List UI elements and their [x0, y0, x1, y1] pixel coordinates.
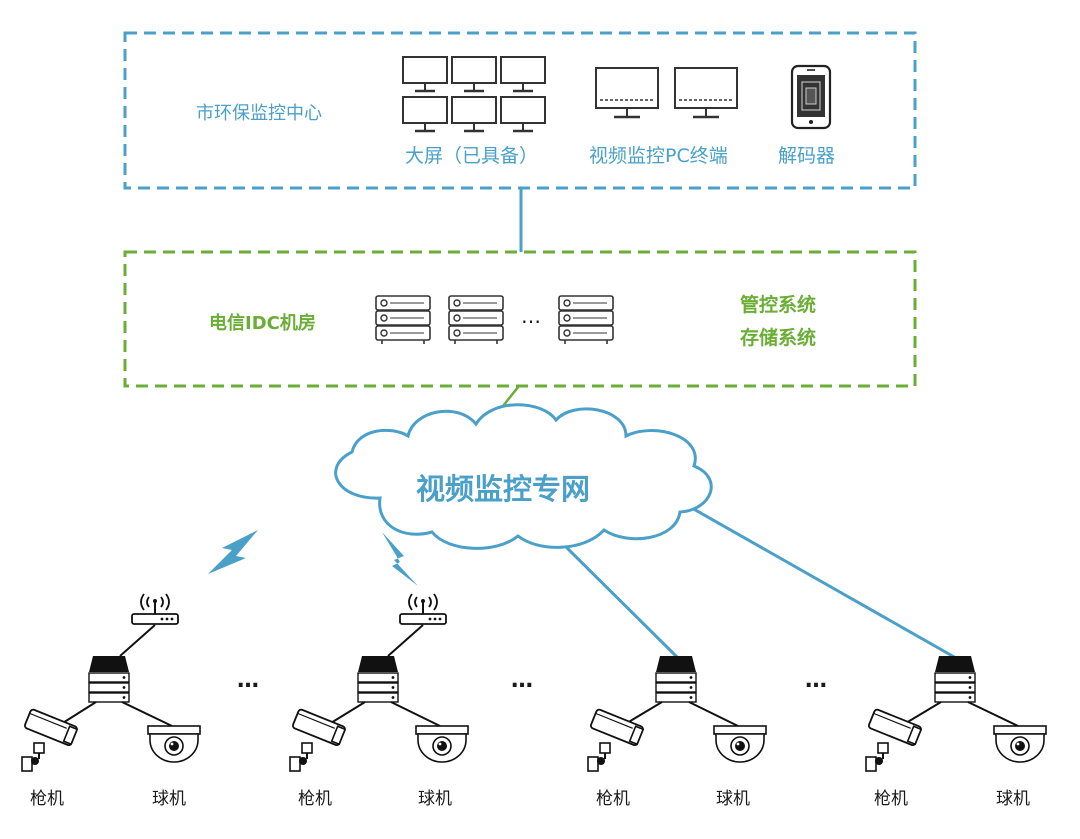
dome-label: 球机: [716, 789, 750, 809]
video-wall-icon: [401, 55, 547, 133]
link-cloud-switch-3: [554, 535, 680, 660]
decoder-icon: [790, 64, 832, 130]
site-ellipsis-3: …: [805, 668, 827, 693]
site-1: [21, 593, 201, 772]
site-ellipsis-2: …: [511, 668, 533, 693]
site-ellipsis-1: …: [237, 668, 259, 693]
dome-camera-icon: [415, 725, 469, 763]
switch-icon: [88, 655, 130, 703]
site-2: [289, 593, 469, 772]
gun-label: 枪机: [30, 789, 64, 809]
center-title: 市环保监控中心: [196, 103, 322, 124]
site-3: [587, 655, 767, 772]
switch-icon: [357, 655, 399, 703]
switch-icon: [934, 655, 976, 703]
gun-label: 枪机: [874, 789, 908, 809]
wireless-signal-icon-2: [382, 532, 418, 586]
router-icon: [131, 593, 179, 625]
dome-camera-icon: [147, 725, 201, 763]
site-4: [865, 655, 1047, 772]
dome-label: 球机: [418, 789, 452, 809]
monitor-icon: [595, 67, 738, 119]
server-icon: [375, 295, 614, 345]
system-label-storage: 存储系统: [740, 327, 817, 349]
pc-terminal-label: 视频监控PC终端: [589, 145, 728, 167]
dome-camera-icon: [713, 725, 767, 763]
gun-label: 枪机: [298, 789, 332, 809]
switch-icon: [655, 655, 697, 703]
idc-box: [123, 250, 917, 388]
system-label-control: 管控系统: [740, 294, 817, 316]
decoder-label: 解码器: [778, 145, 836, 167]
network-label: 视频监控专网: [416, 472, 591, 506]
cloud-icon: [334, 403, 713, 550]
link-cloud-switch-4: [675, 497, 957, 660]
idc-title: 电信IDC机房: [209, 313, 316, 334]
server-ellipsis: …: [521, 304, 541, 328]
wireless-signal-icon: [208, 530, 258, 574]
dome-label: 球机: [996, 789, 1030, 809]
dome-camera-icon: [993, 725, 1047, 763]
video-wall-label: 大屏（已具备）: [405, 145, 539, 167]
dome-label: 球机: [152, 789, 186, 809]
gun-label: 枪机: [596, 789, 630, 809]
router-icon: [399, 593, 447, 625]
